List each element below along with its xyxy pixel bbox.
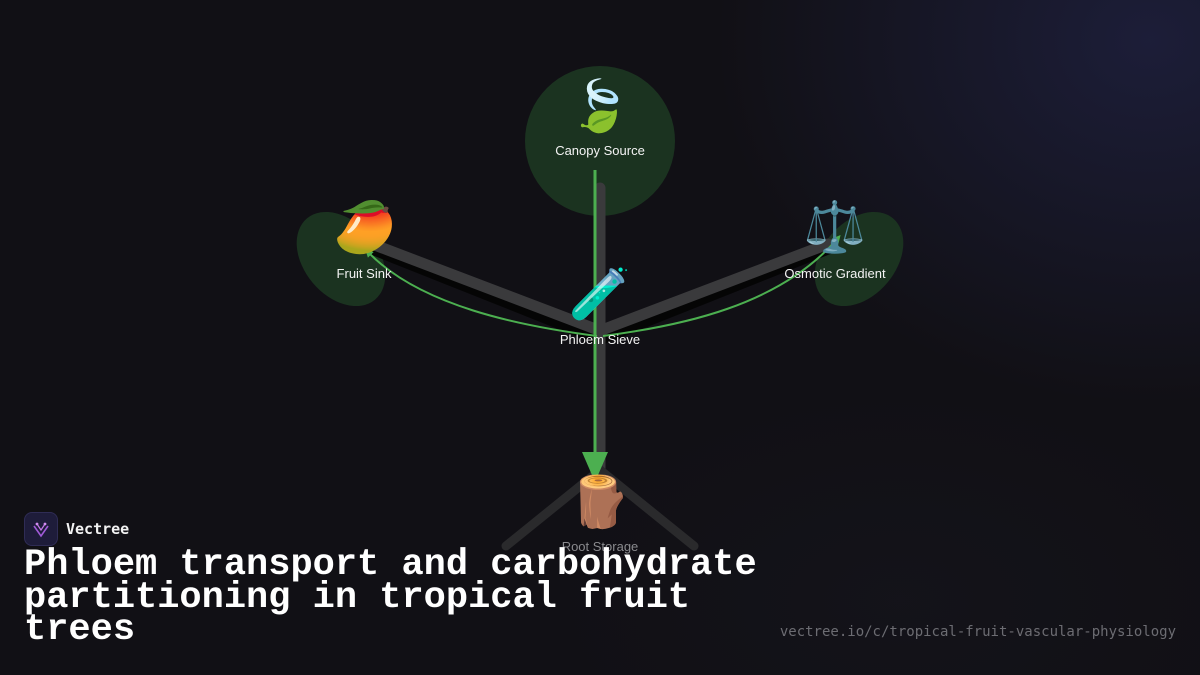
root-right (595, 465, 699, 551)
osmotic-gradient-label: Osmotic Gradient (784, 266, 886, 281)
balance-scale-icon: ⚖️ (803, 198, 867, 256)
brand[interactable]: Vectree (24, 512, 129, 546)
page-title: Phloem transport and carbohydrate partit… (24, 544, 757, 651)
root-left (501, 465, 605, 551)
branch-right (596, 238, 834, 336)
brand-name: Vectree (66, 520, 130, 538)
mango-icon: 🥭 (333, 198, 397, 256)
fruit-sink-label: Fruit Sink (336, 266, 392, 281)
canopy-source-label: Canopy Source (555, 143, 645, 158)
leaf-icon: 🍃 (568, 77, 632, 135)
test-tube-icon: 🧪 (568, 265, 632, 323)
root-storage-label: Root Storage (561, 539, 639, 554)
flow-phloem-to-fruit (365, 249, 598, 337)
flows (365, 170, 841, 482)
source-url[interactable]: vectree.io/c/tropical-fruit-vascular-phy… (779, 624, 1176, 640)
branches (365, 182, 835, 551)
branch-left (366, 238, 604, 336)
flow-canopy-to-root-arrowhead (582, 452, 608, 482)
canopy-node-halo (525, 66, 675, 216)
flow-phloem-to-osmotic (602, 234, 841, 337)
fruit-node-halo (296, 211, 386, 307)
phloem-sieve-label: Phloem Sieve (559, 332, 641, 347)
wood-log-icon: 🪵 (568, 473, 632, 531)
vectree-logo-icon (24, 512, 58, 546)
